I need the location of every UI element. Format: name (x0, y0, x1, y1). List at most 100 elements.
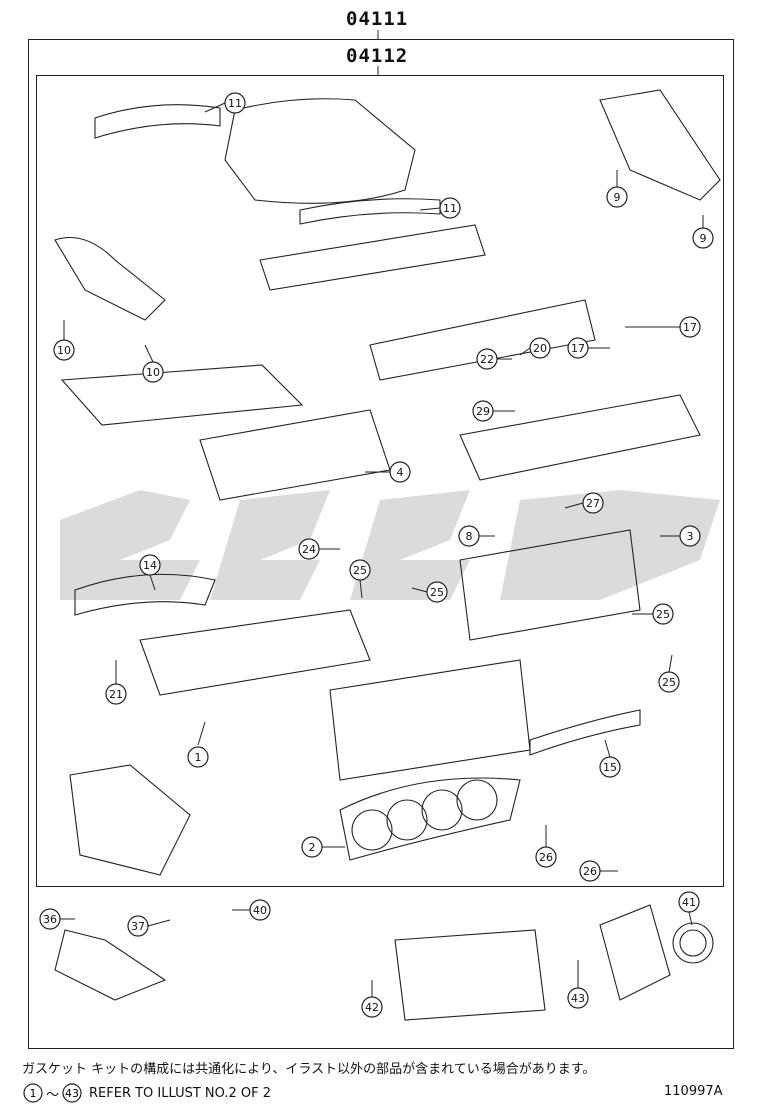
callout-1-label: 1 (195, 751, 202, 764)
intake-manifold-gasket (94, 104, 221, 139)
callout-26-upper: 26 (535, 825, 557, 868)
oil-pan-gasket-upper (459, 529, 641, 641)
callout-26-upper-label: 26 (539, 851, 553, 864)
rear-oil-seal-retainer (599, 904, 671, 1001)
range-start-icon: 1 (23, 1083, 43, 1103)
kit-number-inner: 04112 (346, 45, 409, 67)
oil-strainer (54, 929, 167, 1001)
kit-number-outer: 04111 (346, 8, 409, 30)
callout-37: 37 (127, 915, 171, 937)
callout-24-label: 24 (302, 543, 316, 556)
exhaust-gasket-right (529, 709, 641, 756)
callout-17-left-label: 17 (571, 342, 585, 355)
callout-43: 43 (567, 960, 589, 1009)
callout-9-upper: 9 (606, 170, 628, 208)
callout-8: 8 (458, 525, 495, 547)
callout-29-label: 29 (476, 405, 490, 418)
callout-17-left: 17 (567, 337, 610, 359)
callout-21-label: 21 (109, 688, 123, 701)
callout-25-right-lower: 25 (658, 654, 680, 693)
callout-42-label: 42 (365, 1001, 379, 1014)
throttle-body (54, 236, 166, 321)
callout-25-right-upper-label: 25 (656, 608, 670, 621)
delivery-pipe (369, 299, 596, 381)
callout-24: 24 (298, 538, 340, 560)
callout-3: 3 (660, 525, 701, 547)
callout-11-upper: 11 (204, 92, 246, 114)
callout-17-right-label: 17 (683, 321, 697, 334)
watermark (60, 490, 720, 600)
callout-15-label: 15 (603, 761, 617, 774)
callout-4-label: 4 (397, 466, 404, 479)
cylinder-head-cover-left (60, 364, 304, 426)
callout-27-label: 27 (586, 497, 600, 510)
fuel-rail (259, 224, 486, 291)
callout-27: 27 (564, 492, 604, 514)
callout-40: 40 (232, 899, 271, 921)
callout-10-lower: 10 (142, 344, 164, 383)
callout-25-right-upper: 25 (632, 603, 674, 625)
range-end-icon: 43 (62, 1083, 82, 1103)
callout-21: 21 (105, 660, 127, 705)
inner-kit-frame (36, 75, 724, 887)
callout-26-lower-label: 26 (583, 865, 597, 878)
callout-37-label: 37 (131, 920, 145, 933)
refer-note: 1 ～ 43 REFER TO ILLUST NO.2 OF 2 (22, 1082, 271, 1104)
callout-11-upper-label: 11 (228, 97, 242, 110)
intake-manifold (224, 98, 416, 204)
cylinder-head (139, 609, 371, 696)
manifold-gasket-right (299, 198, 441, 225)
callout-15: 15 (599, 739, 621, 778)
callout-29: 29 (472, 400, 515, 422)
callout-3-label: 3 (687, 530, 694, 543)
callout-9-lower-label: 9 (700, 232, 707, 245)
outer-kit-frame (28, 39, 734, 1049)
callout-10-lower-label: 10 (146, 366, 160, 379)
callout-25-mid-label: 25 (430, 586, 444, 599)
illustration-code: 110997A (664, 1084, 723, 1099)
range-start-label: 1 (30, 1087, 37, 1100)
cylinder-head-gasket (339, 777, 521, 861)
callout-17-right: 17 (625, 316, 701, 338)
callout-41-label: 41 (682, 896, 696, 909)
callout-22-label: 22 (480, 353, 494, 366)
callout-20: 20 (519, 337, 551, 359)
callout-41: 41 (678, 891, 700, 926)
callout-42: 42 (361, 980, 383, 1018)
callout-25-mid: 25 (411, 581, 448, 603)
cylinder-head-cover-gasket (199, 409, 391, 501)
callout-10-upper-label: 10 (57, 344, 71, 357)
intake-air-connector (599, 89, 721, 201)
callout-10-upper: 10 (53, 320, 75, 361)
callout-43-label: 43 (571, 992, 585, 1005)
callout-25-center-label: 25 (353, 564, 367, 577)
callout-2: 2 (301, 836, 345, 858)
callout-26-lower: 26 (579, 860, 618, 882)
callout-25-center: 25 (349, 559, 371, 599)
callout-2-label: 2 (309, 841, 316, 854)
callout-22: 22 (476, 348, 512, 370)
callout-40-label: 40 (253, 904, 267, 917)
callout-9-upper-label: 9 (614, 191, 621, 204)
callout-9-lower: 9 (692, 215, 714, 249)
callout-36: 36 (39, 908, 75, 930)
exhaust-manifold-gasket (74, 573, 216, 616)
callout-4: 4 (365, 461, 411, 483)
timing-cover (69, 764, 191, 876)
callout-1: 1 (187, 721, 209, 768)
refer-illust-text: REFER TO ILLUST NO.2 OF 2 (89, 1085, 272, 1101)
cylinder-block (329, 659, 531, 781)
parts-drawings (54, 89, 721, 1021)
callout-25-right-lower-label: 25 (662, 676, 676, 689)
callout-8-label: 8 (466, 530, 473, 543)
crankshaft-rear-oil-seal (672, 922, 714, 964)
oil-pan (394, 929, 546, 1021)
range-separator: ～ (46, 1087, 60, 1103)
callout-14-label: 14 (143, 559, 157, 572)
callout-11-lower-label: 11 (443, 202, 457, 215)
cylinder-head-cover-right (459, 394, 701, 481)
callout-11-lower: 11 (419, 197, 461, 219)
callout-14: 14 (139, 554, 161, 591)
range-end-label: 43 (65, 1087, 79, 1100)
